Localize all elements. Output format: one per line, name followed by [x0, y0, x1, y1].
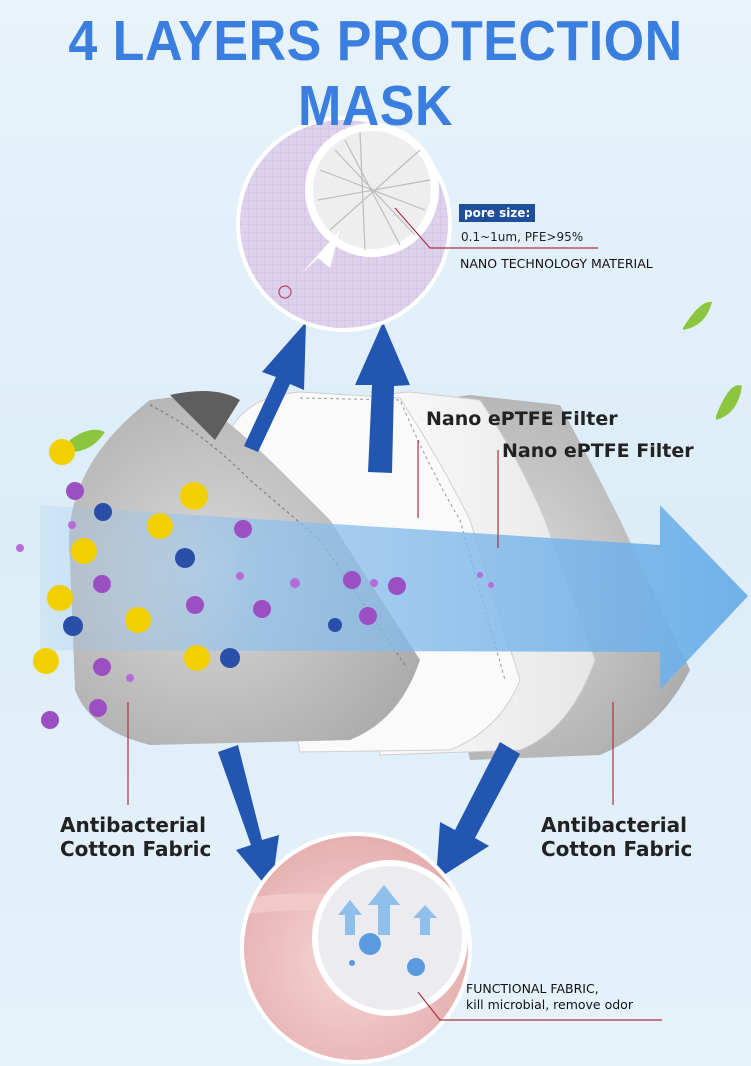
- functional-fabric-line1: FUNCTIONAL FABRIC,: [466, 981, 599, 996]
- arrow-down-left: [218, 745, 279, 892]
- arrow-up-left: [244, 322, 306, 452]
- arrow-down-right: [436, 742, 520, 880]
- nano-material-label: NANO TECHNOLOGY MATERIAL: [460, 256, 653, 271]
- airflow-arrow: [40, 505, 748, 690]
- bottom-leader-line: [417, 991, 662, 1021]
- leaf-icon: [683, 301, 712, 330]
- functional-fabric-line2: kill microbial, remove odor: [466, 997, 633, 1012]
- leaf-icon: [716, 385, 742, 420]
- cotton-label-right-line1: Antibacterial: [541, 813, 687, 837]
- cotton-label-left-line2: Cotton Fabric: [60, 837, 212, 861]
- pore-size-value: 0.1~1um, PFE>95%: [461, 230, 584, 244]
- bacteria-icons: [63, 503, 342, 668]
- cotton-label-right: Antibacterial Cotton Fabric: [541, 813, 721, 861]
- cotton-label-right-line2: Cotton Fabric: [541, 837, 693, 861]
- fabric-closeup: [312, 860, 468, 1016]
- particles: [16, 439, 494, 729]
- cotton-label-left: Antibacterial Cotton Fabric: [60, 813, 240, 861]
- filter-label-1: Nano ePTFE Filter: [426, 408, 618, 430]
- arrow-up-right: [355, 322, 410, 473]
- leaf-icon: [70, 429, 105, 452]
- filter-label-2: Nano ePTFE Filter: [502, 440, 694, 462]
- cotton-label-left-line1: Antibacterial: [60, 813, 206, 837]
- pore-size-badge: pore size:: [459, 204, 536, 222]
- top-leader-line: [394, 207, 598, 249]
- page-title: 4 LAYERS PROTECTION MASK: [68, 10, 683, 138]
